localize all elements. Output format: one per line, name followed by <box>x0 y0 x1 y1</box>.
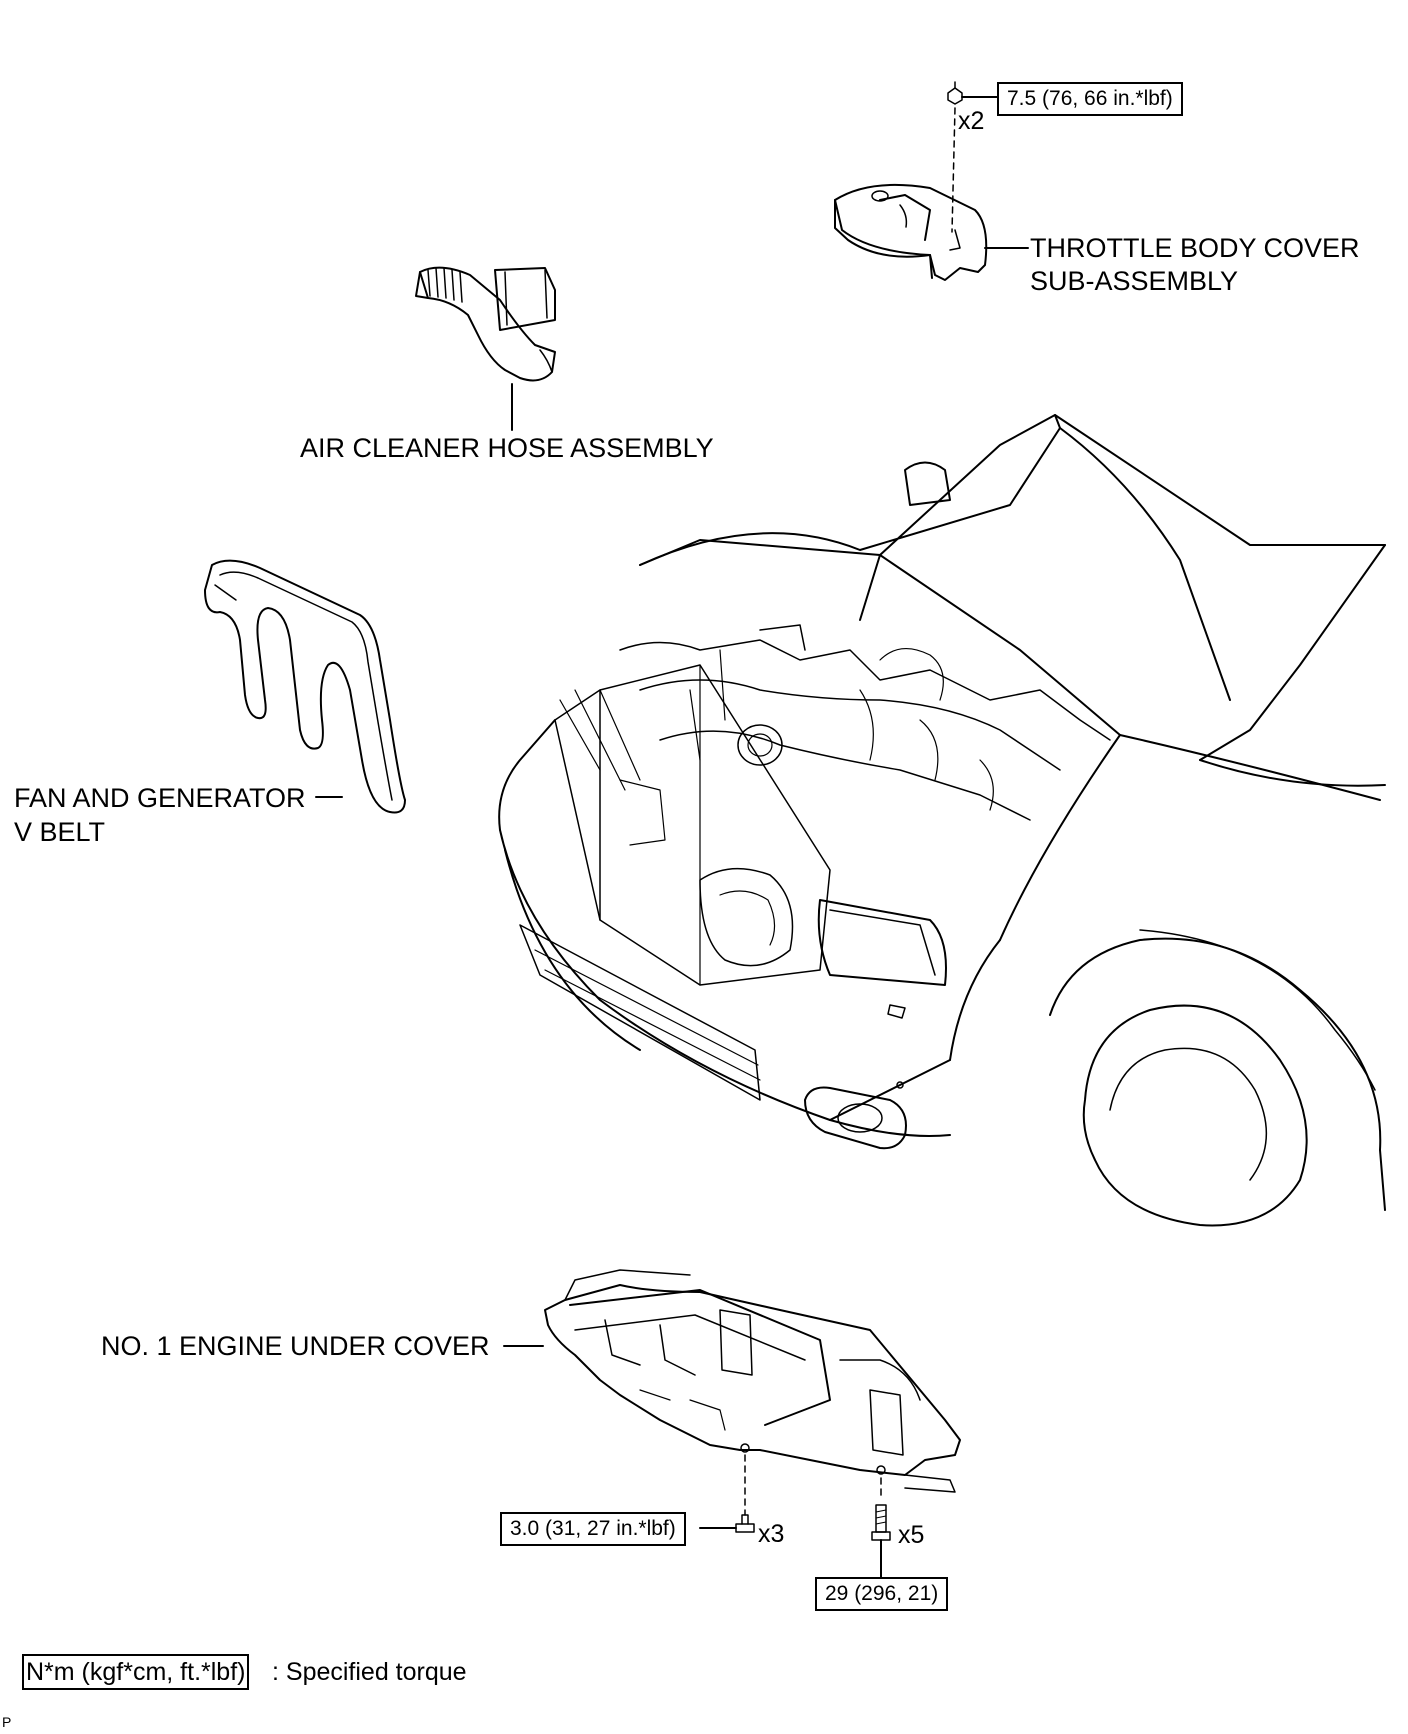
under-cover-large-torque-box: 29 (296, 21) <box>815 1577 949 1611</box>
legend-meaning: : Specified torque <box>272 1658 467 1686</box>
throttle-body-cover-drawing <box>834 183 1029 281</box>
throttle-body-cover-label-line2: SUB-ASSEMBLY <box>1030 266 1239 296</box>
truck-drawing <box>498 414 1386 1227</box>
legend-unit-box: N*m (kgf*cm, ft.*lbf) <box>22 1654 250 1690</box>
cover-nut-quantity: x2 <box>958 107 985 135</box>
under-cover-bolts-drawing <box>699 1454 891 1581</box>
under-cover-label: NO. 1 ENGINE UNDER COVER <box>101 1331 490 1361</box>
under-cover-small-torque-box: 3.0 (31, 27 in.*lbf) <box>500 1512 686 1546</box>
under-cover-drawing <box>503 1269 961 1493</box>
under-cover-small-quantity: x3 <box>758 1520 785 1548</box>
throttle-body-cover-label-line1: THROTTLE BODY COVER <box>1030 233 1360 263</box>
air-cleaner-hose-drawing <box>415 266 556 431</box>
under-cover-large-quantity: x5 <box>898 1521 925 1549</box>
cover-nut-drawing <box>947 81 998 233</box>
fan-belt-label-line2: V BELT <box>14 817 106 847</box>
v-belt-drawing <box>204 559 406 814</box>
corner-mark: P <box>2 1714 12 1730</box>
air-cleaner-hose-label: AIR CLEANER HOSE ASSEMBLY <box>300 433 714 463</box>
fan-belt-label-line1: FAN AND GENERATOR <box>14 783 306 813</box>
cover-nut-torque-box: 7.5 (76, 66 in.*lbf) <box>997 82 1183 116</box>
